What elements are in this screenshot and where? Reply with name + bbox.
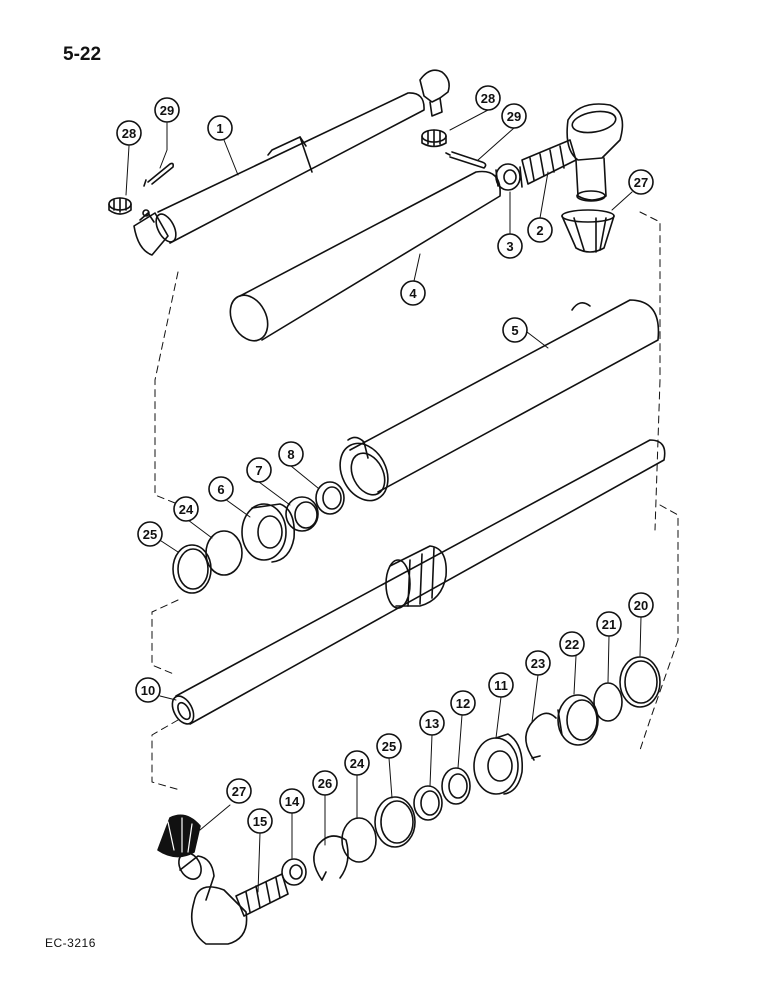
callout-24-upper: 24 (173, 496, 199, 522)
svg-text:29: 29 (160, 103, 174, 118)
svg-text:14: 14 (285, 794, 300, 809)
callout-20: 20 (628, 592, 654, 618)
callout-27-lower: 27 (226, 778, 252, 804)
callout-23: 23 (525, 650, 551, 676)
callout-21: 21 (596, 611, 622, 637)
assembly-guide-lines (151, 211, 679, 791)
callout-10: 10 (135, 677, 161, 703)
callout-6: 6 (208, 476, 234, 502)
svg-text:12: 12 (456, 696, 470, 711)
callout-5: 5 (502, 317, 528, 343)
svg-text:1: 1 (216, 121, 223, 136)
part-25-snap-ring-lower (374, 796, 416, 848)
callout-24-lower: 24 (344, 750, 370, 776)
part-12-seal (441, 767, 471, 805)
callout-2: 2 (527, 217, 553, 243)
part-14-jam-nut (281, 858, 307, 886)
callout-12: 12 (450, 690, 476, 716)
part-15-tie-rod-end (178, 852, 289, 945)
part-13-ring (413, 785, 443, 821)
callout-25-upper: 25 (137, 521, 163, 547)
callout-15: 15 (247, 808, 273, 834)
part-27-dust-boot-upper (561, 209, 615, 253)
part-6-gland (241, 503, 296, 563)
svg-text:5: 5 (511, 323, 518, 338)
callout-29-left: 29 (154, 97, 180, 123)
svg-text:10: 10 (141, 683, 155, 698)
svg-text:13: 13 (425, 716, 439, 731)
part-11-gland (473, 733, 524, 795)
svg-text:27: 27 (232, 784, 246, 799)
callout-4: 4 (400, 280, 426, 306)
svg-text:20: 20 (634, 598, 648, 613)
callout-13: 13 (419, 710, 445, 736)
figure-code: EC-3216 (45, 936, 96, 950)
callout-8: 8 (278, 441, 304, 467)
svg-text:28: 28 (122, 126, 136, 141)
svg-text:8: 8 (287, 447, 294, 462)
svg-text:26: 26 (318, 776, 332, 791)
part-2-tie-rod-end (521, 103, 624, 202)
svg-text:2: 2 (536, 223, 543, 238)
svg-text:3: 3 (506, 239, 513, 254)
svg-text:29: 29 (507, 109, 521, 124)
svg-text:11: 11 (494, 678, 508, 693)
callout-25-lower: 25 (376, 733, 402, 759)
callout-11: 11 (488, 672, 514, 698)
page-number: 5-22 (63, 44, 102, 65)
svg-text:21: 21 (602, 617, 616, 632)
svg-text:7: 7 (255, 463, 262, 478)
callout-29-right: 29 (501, 103, 527, 129)
callout-3: 3 (497, 233, 523, 259)
svg-text:23: 23 (531, 656, 545, 671)
part-28-castle-nut-right (421, 129, 447, 148)
part-8-ring (315, 481, 345, 515)
callout-27-upper: 27 (628, 169, 654, 195)
part-5-cylinder-barrel (339, 299, 660, 502)
part-21-wiper (593, 682, 623, 722)
svg-text:25: 25 (382, 739, 396, 754)
callout-28-right: 28 (475, 85, 501, 111)
svg-text:27: 27 (634, 175, 648, 190)
part-27-dust-boot-lower (157, 814, 201, 858)
part-25-snap-ring-upper (172, 544, 212, 594)
svg-text:24: 24 (350, 756, 365, 771)
part-4-outer-tube (229, 170, 501, 342)
part-20-ring (619, 656, 661, 708)
part-28-castle-nut-left (108, 197, 132, 215)
part-24-wiper-lower (341, 817, 377, 863)
svg-text:24: 24 (179, 502, 194, 517)
callout-1: 1 (207, 115, 233, 141)
svg-text:28: 28 (481, 91, 495, 106)
leader-lines (125, 109, 642, 893)
svg-text:4: 4 (409, 286, 417, 301)
callout-14: 14 (279, 788, 305, 814)
svg-text:6: 6 (217, 482, 224, 497)
svg-text:15: 15 (253, 814, 267, 829)
part-26-snap-ring (313, 835, 349, 881)
svg-text:25: 25 (143, 527, 157, 542)
part-7-ring (285, 496, 319, 532)
part-23-snap-ring (525, 712, 557, 761)
part-1-tie-rod-assembly (133, 69, 450, 256)
callout-22: 22 (559, 631, 585, 657)
part-22-ring (557, 694, 599, 746)
part-29-cotter-pin-right (445, 151, 487, 169)
part-10-piston-rod (171, 439, 666, 725)
callout-26: 26 (312, 770, 338, 796)
callout-7: 7 (246, 457, 272, 483)
callout-28-left: 28 (116, 120, 142, 146)
svg-text:22: 22 (565, 637, 579, 652)
part-29-cotter-pin-left (143, 162, 174, 187)
